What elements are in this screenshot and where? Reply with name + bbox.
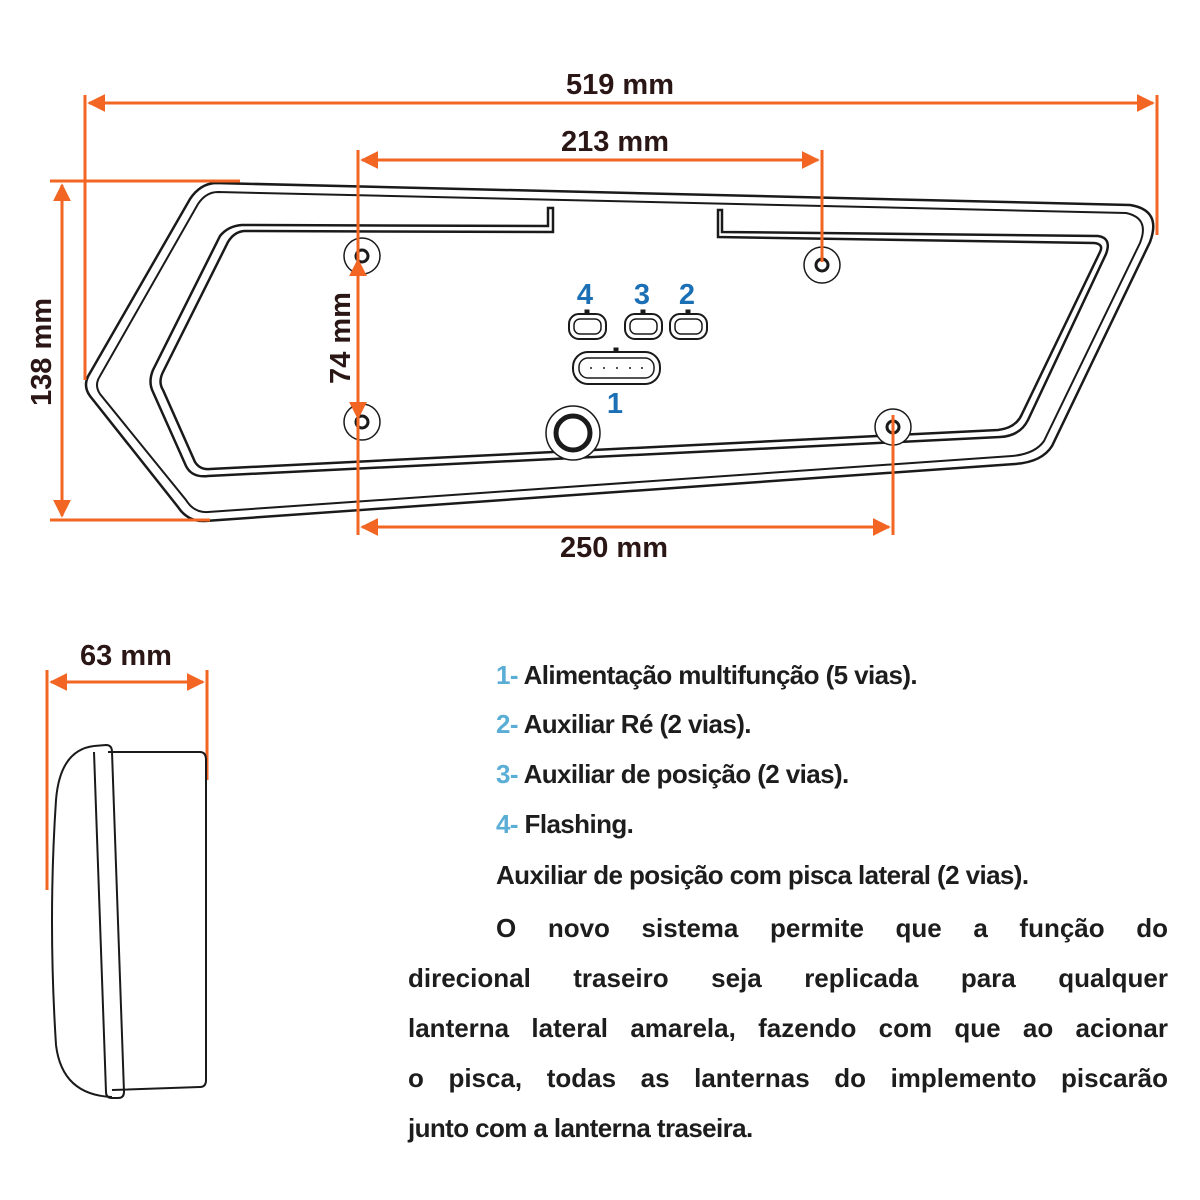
connector-label-2: 2 [679,279,695,311]
legend-item-1: 1- Alimentação multifunção (5 vias). [496,660,918,690]
dimension-mount-vertical-label: 74 mm [325,292,357,384]
dimension-lines [45,94,1159,890]
description-line: junto com a lanterna traseira. [408,1113,753,1143]
description-line: direcional traseiro seja replicada para … [408,963,1168,993]
connector-2 [669,309,708,340]
connector-label-4: 4 [577,279,593,311]
description-line: O novo sistema permite que a função do [496,913,1168,943]
connector-1 [572,347,661,385]
connectors [568,309,708,385]
description-line: o pisca, todas as lanternas do implement… [408,1063,1168,1093]
legend-item-4: 4- Flashing. [496,809,634,839]
legend-item-3: 3- Auxiliar de posição (2 vias). [496,759,849,789]
connector-label-1: 1 [607,388,623,420]
dimension-mount-bottom-label: 250 mm [560,532,668,564]
mounting-holes [343,237,912,461]
description-line: lanterna lateral amarela, fazendo com qu… [408,1013,1168,1043]
connector-4 [568,309,607,340]
description-paragraph: O novo sistema permite que a função do d… [408,903,1168,1153]
legend-item-2: 2- Auxiliar Ré (2 vias). [496,709,751,739]
dimension-mount-top-label: 213 mm [561,126,669,158]
dimension-width-label: 519 mm [566,69,674,101]
legend-item-4-detail: Auxiliar de posição com pisca lateral (2… [496,860,1029,890]
connector-3 [624,309,663,340]
dimension-height-label: 138 mm [26,298,58,406]
lamp-side-view [51,743,207,1099]
dimension-depth-label: 63 mm [80,640,172,672]
connector-label-3: 3 [634,279,650,311]
